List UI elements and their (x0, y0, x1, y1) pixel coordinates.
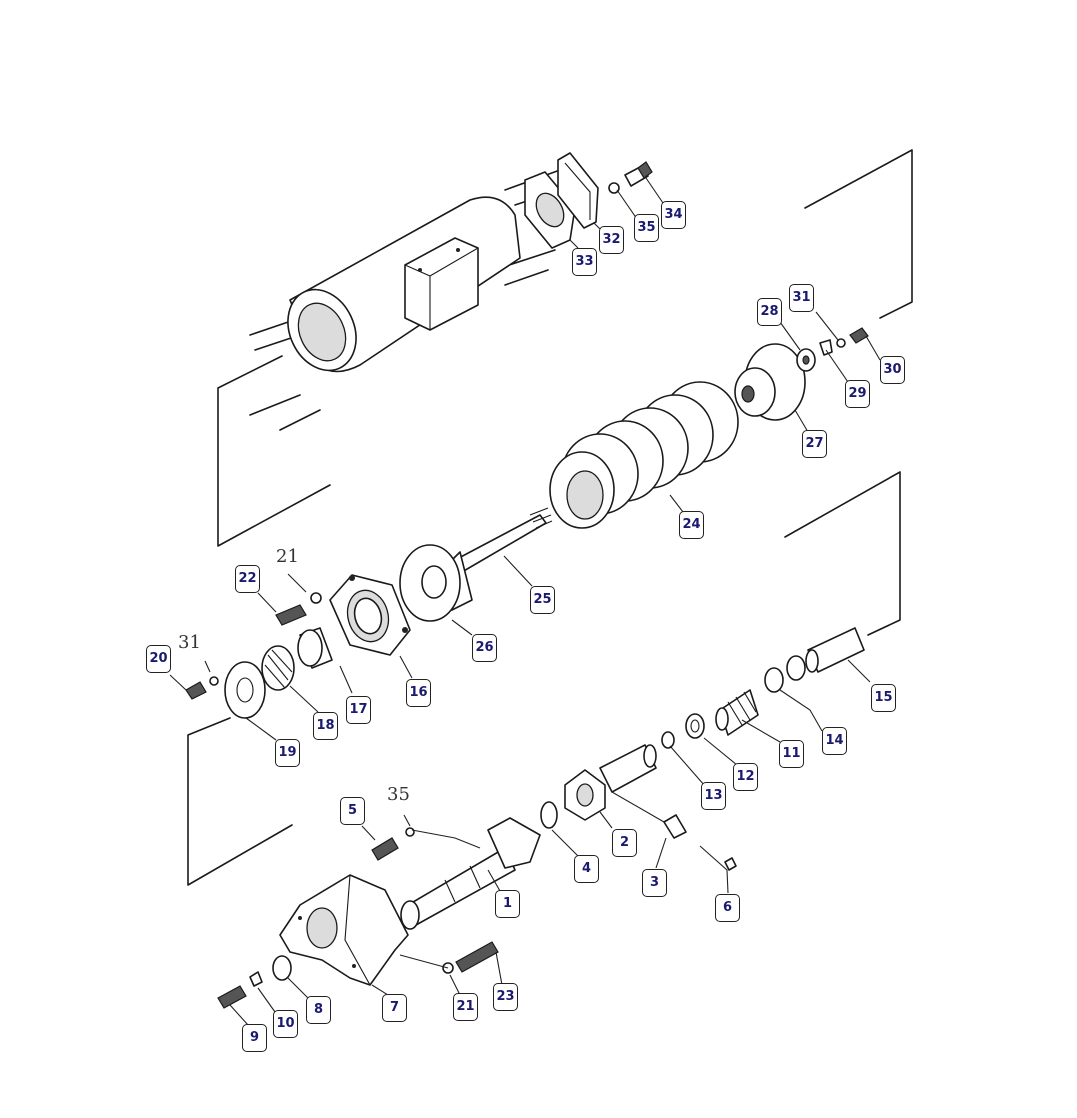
callout-33: 33 (572, 248, 597, 276)
callout-23: 23 (493, 983, 518, 1011)
callout-15: 15 (871, 684, 896, 712)
housing-group (249, 169, 561, 431)
callout-2: 2 (612, 829, 637, 857)
cover-group (524, 152, 653, 249)
plain-label-35: 35 (387, 784, 410, 805)
callout-29: 29 (845, 380, 870, 408)
callout-10: 10 (273, 1010, 298, 1038)
callout-27: 27 (802, 430, 827, 458)
callout-17: 17 (346, 696, 371, 724)
callout-19: 19 (275, 739, 300, 767)
callout-4: 4 (574, 855, 599, 883)
callout-25: 25 (530, 586, 555, 614)
callout-34: 34 (661, 201, 686, 229)
callout-22: 22 (235, 565, 260, 593)
callout-24: 24 (679, 511, 704, 539)
callout-30: 30 (880, 356, 905, 384)
callout-26: 26 (472, 634, 497, 662)
callout-8: 8 (306, 996, 331, 1024)
callout-16: 16 (406, 679, 431, 707)
plain-label-21: 21 (276, 546, 299, 567)
leader-lines (169, 177, 881, 1026)
callout-28: 28 (757, 298, 782, 326)
callout-1: 1 (495, 890, 520, 918)
callout-35: 35 (634, 214, 659, 242)
callout-3: 3 (642, 869, 667, 897)
callout-7: 7 (382, 994, 407, 1022)
callout-11: 11 (779, 740, 804, 768)
bearing-group (185, 574, 411, 719)
callout-32: 32 (599, 226, 624, 254)
callout-6: 6 (715, 894, 740, 922)
callout-21: 21 (453, 993, 478, 1021)
callout-5: 5 (340, 797, 365, 825)
callout-31: 31 (789, 284, 814, 312)
support-group (217, 874, 499, 1009)
spring-group (399, 327, 869, 622)
shaft-group (371, 627, 865, 930)
callout-9: 9 (242, 1024, 267, 1052)
plain-label-31: 31 (178, 632, 201, 653)
callout-20: 20 (146, 645, 171, 673)
callout-18: 18 (313, 712, 338, 740)
callout-13: 13 (701, 782, 726, 810)
callout-14: 14 (822, 727, 847, 755)
callout-12: 12 (733, 763, 758, 791)
